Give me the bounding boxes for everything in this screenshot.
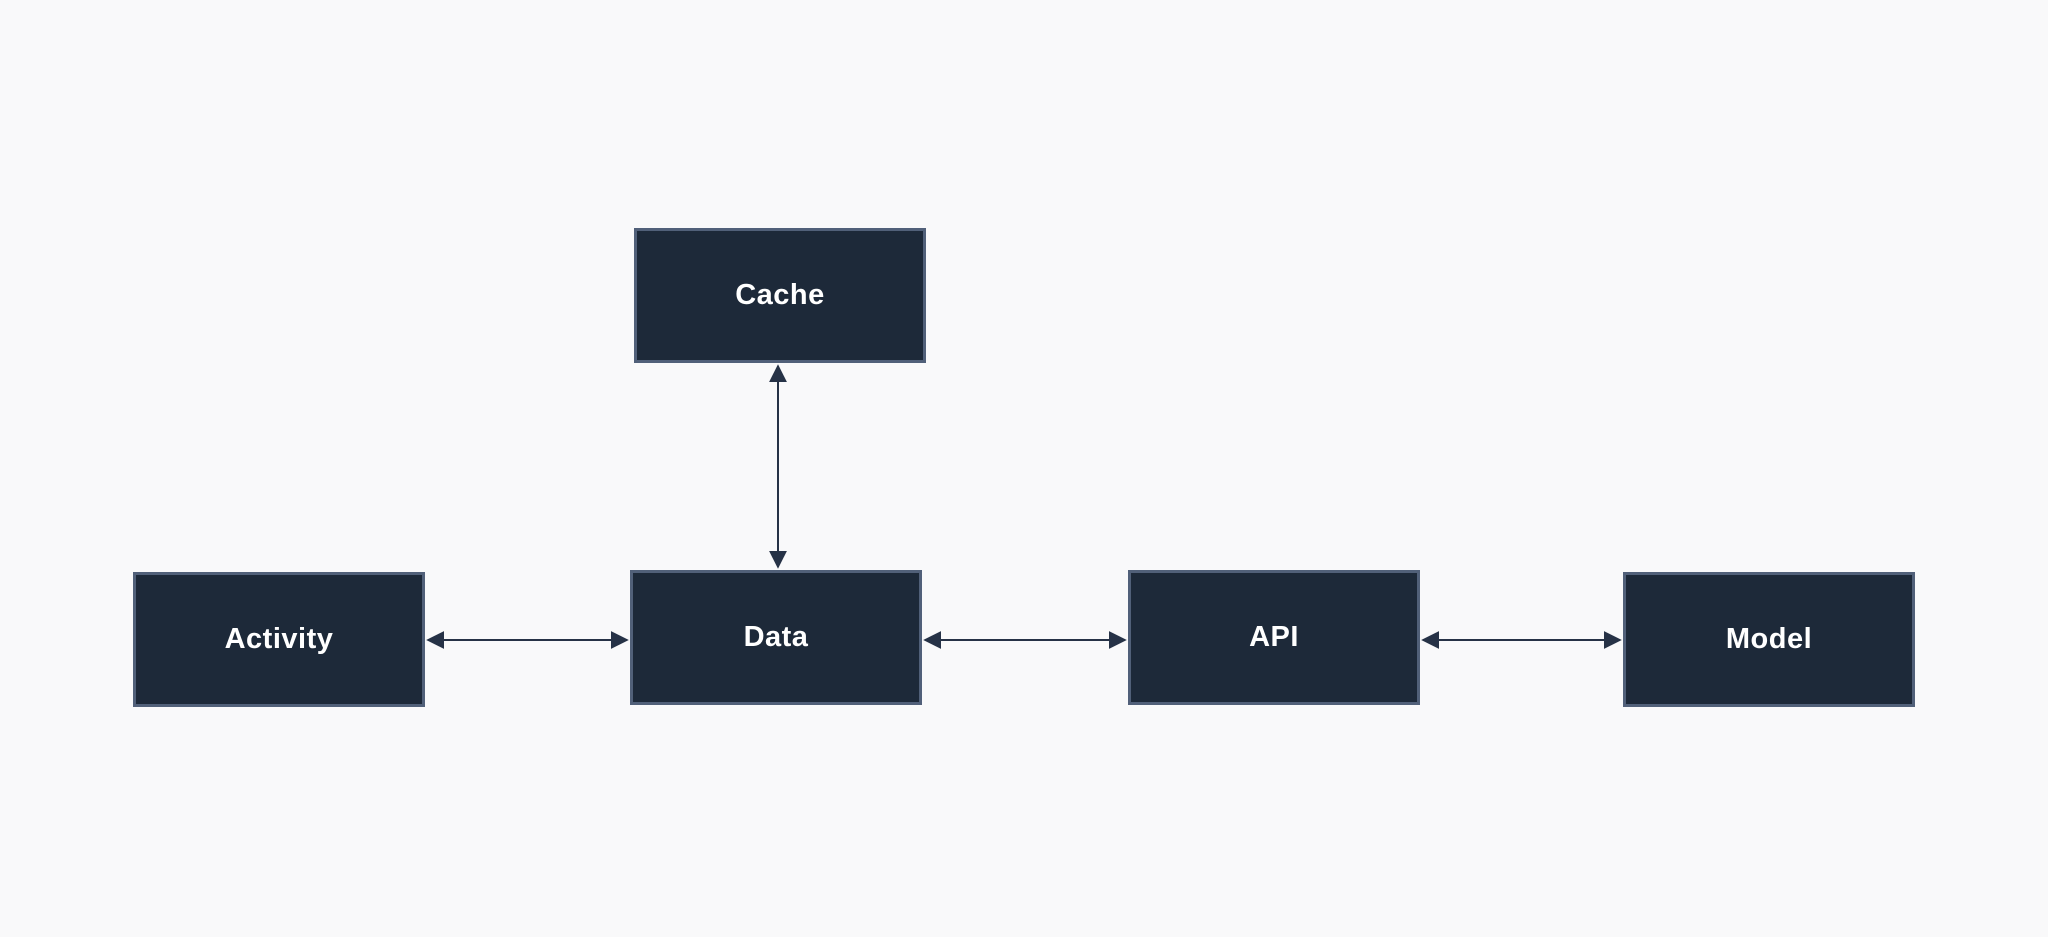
node-data[interactable]: Data (630, 570, 922, 705)
node-activity-label: Activity (224, 623, 334, 655)
node-api-label: API (1249, 621, 1299, 653)
node-cache-label: Cache (735, 279, 825, 311)
node-api[interactable]: API (1128, 570, 1420, 705)
node-model[interactable]: Model (1623, 572, 1915, 707)
node-model-label: Model (1725, 623, 1813, 655)
node-cache[interactable]: Cache (634, 228, 926, 363)
node-data-label: Data (743, 621, 809, 653)
node-activity[interactable]: Activity (133, 572, 425, 707)
